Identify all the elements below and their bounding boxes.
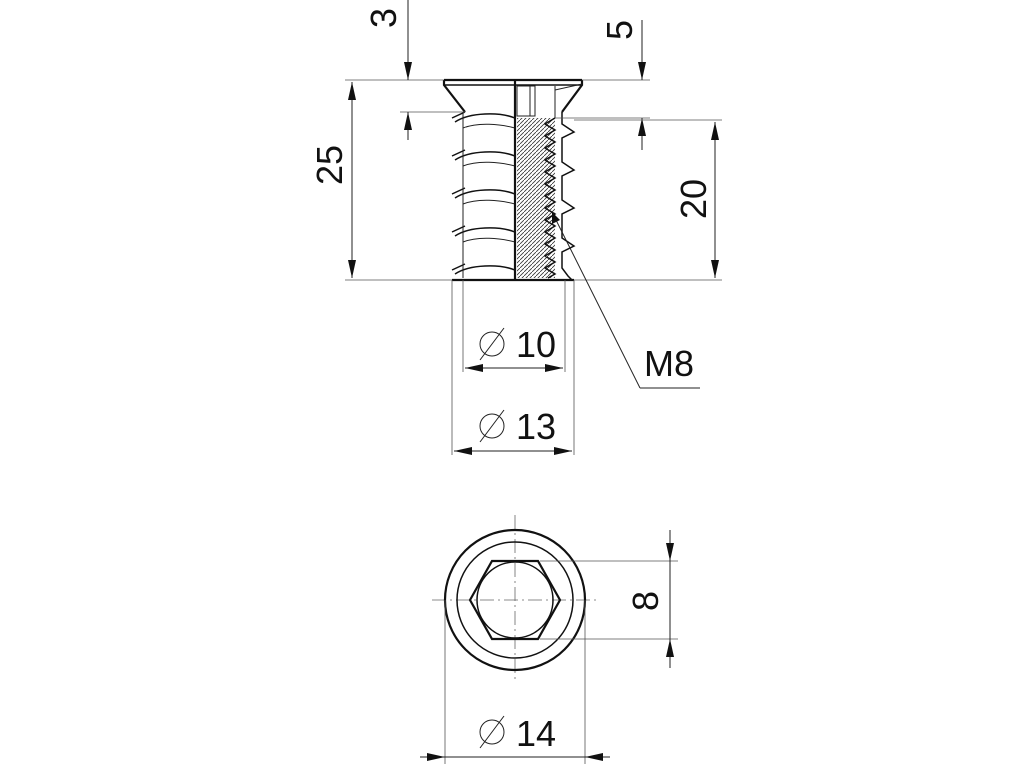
dim-counterbore-depth: 5 (555, 20, 650, 150)
insert-head (442, 78, 584, 113)
bore-circle (476, 561, 554, 639)
thread-circle (456, 541, 574, 659)
dim-flange-diameter: 14 (420, 600, 610, 764)
side-view: 25 3 5 20 (309, 0, 722, 455)
diameter-symbol-icon (479, 715, 505, 749)
dim-text-outer-diameter: 13 (516, 406, 556, 447)
sectioned-half (516, 83, 583, 281)
dim-text-head-height: 3 (363, 8, 404, 28)
dim-text-counterbore-depth: 5 (599, 20, 640, 40)
dim-outer-diameter: 13 (451, 280, 575, 455)
dim-text-inner-diameter: 10 (516, 324, 556, 365)
dim-hex-size: 8 (540, 530, 678, 668)
dim-thread-length: 20 (574, 119, 722, 281)
dim-text-total-length: 25 (309, 145, 350, 185)
dim-head-height: 3 (363, 0, 465, 140)
hex-socket (468, 559, 562, 641)
thread-callout: M8 (551, 211, 700, 389)
dim-inner-diameter: 10 (462, 280, 566, 372)
outer-thread-left (451, 111, 515, 278)
dim-text-thread: M8 (644, 343, 694, 384)
top-view: 8 14 (420, 515, 678, 764)
dim-total-length: 25 (309, 79, 452, 281)
dim-text-hex-size: 8 (625, 591, 666, 611)
dim-text-flange-diameter: 14 (516, 713, 556, 754)
dim-text-thread-length: 20 (673, 179, 714, 219)
diameter-symbol-icon (479, 409, 505, 443)
diameter-symbol-icon (479, 327, 505, 361)
